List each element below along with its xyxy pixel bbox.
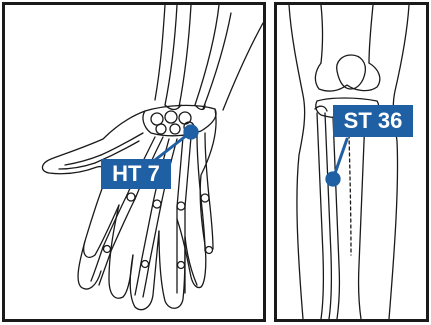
leg-skeleton-drawing [277,5,426,319]
leg-diagram-panel: ST 36 [274,2,429,322]
ht7-label: HT 7 [101,159,171,189]
st36-label: ST 36 [333,105,413,137]
st36-point-marker [326,172,340,186]
hand-diagram-panel: HT 7 [2,2,266,322]
ht7-point-marker [184,125,198,139]
